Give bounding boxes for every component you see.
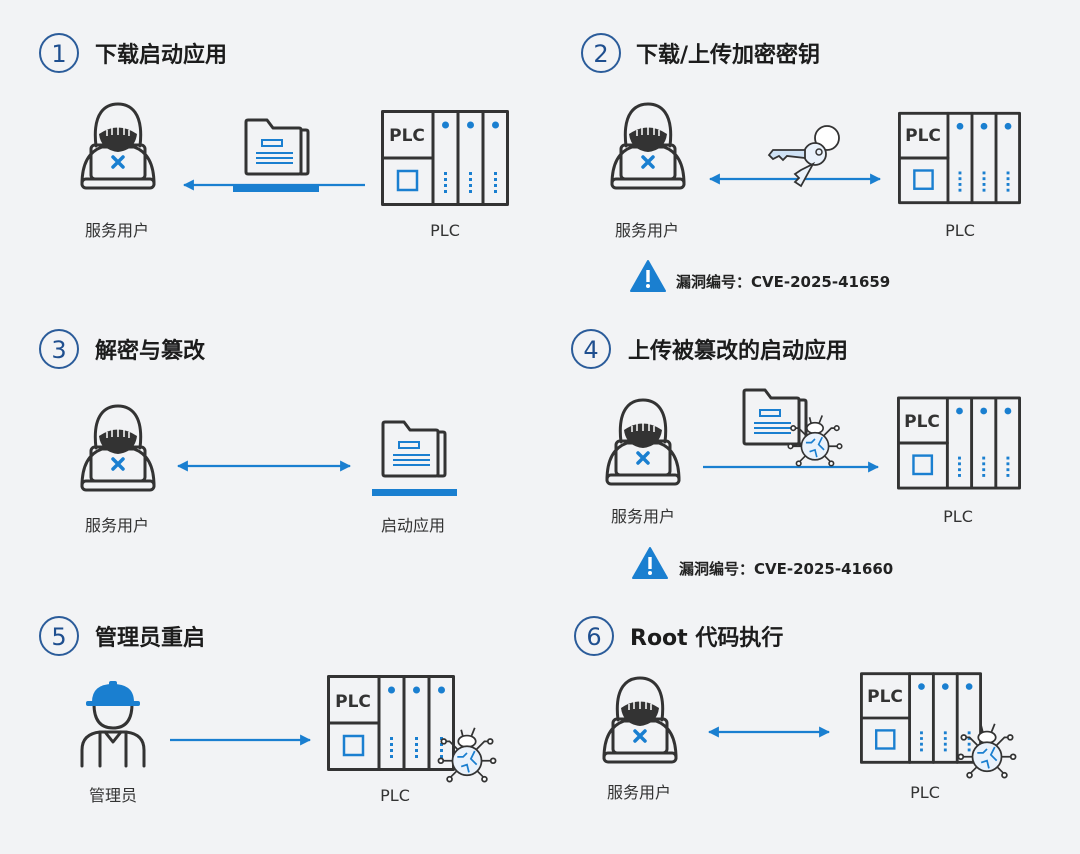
step-title: 解密与篡改 <box>95 338 206 364</box>
step-number: 6 <box>586 623 601 651</box>
transfer-bar <box>372 489 457 496</box>
step-5: 5 管理员重启 管理员 PLC PLC <box>39 616 497 805</box>
step-title: 上传被篡改的启动应用 <box>628 338 848 364</box>
plc-icon <box>327 675 455 771</box>
left-label: 服务用户 <box>611 507 675 526</box>
step-1: 1 下载启动应用 服务用户 PLC PLC <box>39 33 509 240</box>
hacker-icon <box>610 102 686 190</box>
right-label: 启动应用 <box>381 516 445 535</box>
step-title: 下载/上传加密密钥 <box>636 42 820 68</box>
bug-icon <box>787 414 843 467</box>
step-number: 1 <box>51 40 66 68</box>
left-label: 服务用户 <box>607 783 671 802</box>
key-icon <box>768 125 840 187</box>
plc-text: PLC <box>335 692 371 712</box>
right-label: PLC <box>380 786 410 805</box>
folder-icon <box>244 118 310 176</box>
transfer-bar <box>233 185 319 192</box>
right-label: PLC <box>943 507 973 526</box>
left-label: 服务用户 <box>615 221 679 240</box>
step-title: 管理员重启 <box>95 625 205 651</box>
cve-id: 漏洞编号：CVE-2025-41660 <box>679 560 893 578</box>
step-number: 5 <box>51 623 66 651</box>
step-number: 3 <box>51 336 66 364</box>
step-number-circle <box>574 616 614 656</box>
step-number-circle <box>39 329 79 369</box>
right-label: PLC <box>945 221 975 240</box>
plc-text: PLC <box>389 126 425 146</box>
right-label: PLC <box>430 221 460 240</box>
right-label: PLC <box>910 783 940 802</box>
step-number-circle <box>39 616 79 656</box>
step-number-circle <box>39 33 79 73</box>
warning-icon <box>630 260 666 292</box>
step-number: 2 <box>593 40 608 68</box>
left-label: 服务用户 <box>85 516 149 535</box>
step-title: 下载启动应用 <box>95 42 227 68</box>
warning-icon <box>632 547 668 579</box>
hacker-icon <box>80 102 156 190</box>
step-number: 4 <box>583 336 598 364</box>
step-number-circle <box>581 33 621 73</box>
step-title: Root 代码执行 <box>630 625 783 651</box>
step-3: 3 解密与篡改 服务用户 启动应用 <box>39 329 457 535</box>
step-2: 2 下载/上传加密密钥 服务用户 PLC PLC 漏洞编号：CVE-2025-4… <box>581 33 1022 292</box>
bug-icon <box>957 722 1017 779</box>
folder-icon <box>381 420 447 478</box>
left-label: 管理员 <box>89 786 137 805</box>
folder-icon <box>742 388 808 446</box>
plc-text: PLC <box>867 687 903 707</box>
step-4: 4 上传被篡改的启动应用 服务用户 PLC PLC 漏洞编号：CVE-2025-… <box>571 329 1022 579</box>
hacker-icon <box>80 404 156 492</box>
step-number-circle <box>571 329 611 369</box>
step-6: 6 Root 代码执行 服务用户 PLC PLC <box>574 616 1017 802</box>
plc-text: PLC <box>905 126 941 146</box>
hacker-icon <box>605 398 681 486</box>
left-label: 服务用户 <box>85 221 149 240</box>
hacker-icon <box>602 676 678 764</box>
bug-icon <box>437 726 497 783</box>
plc-text: PLC <box>904 412 940 432</box>
worker-icon <box>80 679 146 768</box>
cve-id: 漏洞编号：CVE-2025-41659 <box>676 273 890 291</box>
